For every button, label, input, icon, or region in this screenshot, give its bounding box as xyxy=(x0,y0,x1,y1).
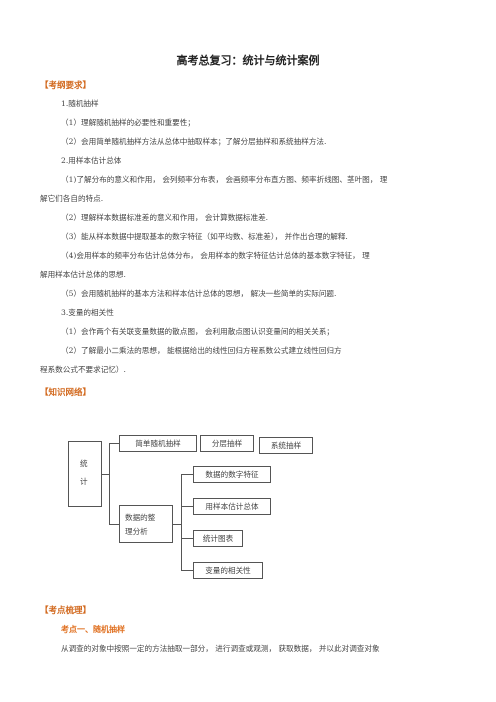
diagram-root-box: 统 计 xyxy=(68,441,102,507)
connector xyxy=(109,443,119,444)
diagram-organize-line-2: 理分析 xyxy=(125,527,148,536)
req-line-13: （1）会作两个有关联变量数据的散点图， 会利用散点图认识变量间的相关关系； xyxy=(61,327,335,336)
page-title: 高考总复习：统计与统计案例 xyxy=(176,54,320,67)
connector xyxy=(181,570,193,571)
diagram-charts-box: 统计图表 xyxy=(193,530,243,547)
connector xyxy=(109,443,110,525)
diagram-features-box: 数据的数字特征 xyxy=(193,466,271,483)
point-1-text: 从调查的对象中按照一定的方法抽取一部分， 进行调查或观测， 获取数据， 并以此对… xyxy=(61,644,380,653)
diagram-correlation-label: 变量的相关性 xyxy=(205,566,251,575)
diagram-features-label: 数据的数字特征 xyxy=(205,470,259,479)
section-requirements-heading: 【考纲要求】 xyxy=(40,81,92,91)
diagram-systematic-box: 系统抽样 xyxy=(259,437,313,454)
req-line-9: （4)会用样本的频率分布估计总体分布， 会用样本的数字特征估计总体的基本数字特征… xyxy=(61,251,370,260)
diagram-charts-label: 统计图表 xyxy=(202,534,234,543)
req-line-2: （1）理解随机抽样的必要性和重要性； xyxy=(61,118,195,127)
diagram-systematic-label: 系统抽样 xyxy=(270,441,302,450)
diagram-root-char-1: 统 xyxy=(80,459,88,468)
diagram-correlation-box: 变量的相关性 xyxy=(193,562,263,579)
diagram-estimate-box: 用样本估计总体 xyxy=(193,498,271,515)
diagram-stratified-label: 分层抽样 xyxy=(211,439,243,448)
req-line-15: 程系数公式不要求记忆）. xyxy=(40,365,126,374)
connector xyxy=(109,524,119,525)
req-line-1: 1.随机抽样 xyxy=(61,99,99,108)
diagram-organize-box: 数据的整 理分析 xyxy=(119,505,173,543)
req-line-6: 解它们各自的特点. xyxy=(40,194,104,203)
req-line-3: （2）会用简单随机抽样方法从总体中抽取样本；了解分层抽样和系统抽样方法. xyxy=(61,137,327,146)
req-line-14: （2）了解最小二乘法的思想， 能根据给出的线性回归方程系数公式建立线性回归方 xyxy=(61,346,342,355)
req-line-7: （2）理解样本数据标准差的意义和作用， 会计算数据标准差. xyxy=(61,213,269,222)
section-network-heading: 【知识网络】 xyxy=(40,388,92,398)
diagram-root-char-2: 计 xyxy=(80,477,88,486)
diagram-simple-sampling-box: 简单随机抽样 xyxy=(119,435,197,452)
connector xyxy=(181,506,193,507)
req-line-8: （3）能从样本数据中提取基本的数字特征（如平均数、标准差）， 并作出合理的解释. xyxy=(61,232,348,241)
diagram-organize-line-1: 数据的整 xyxy=(125,513,156,522)
req-line-5: （1)了解分布的意义和作用， 会列频率分布表， 会画频率分布直方图、频率折线图、… xyxy=(61,175,388,184)
point-1-heading: 考点一、随机抽样 xyxy=(61,625,125,634)
section-points-heading: 【考点梳理】 xyxy=(40,606,92,616)
diagram-estimate-label: 用样本估计总体 xyxy=(205,502,259,511)
req-line-10: 解用样本估计总体的思想. xyxy=(40,270,126,279)
connector xyxy=(181,538,193,539)
connector xyxy=(173,524,182,525)
req-line-4: 2.用样本估计总体 xyxy=(61,156,122,165)
diagram-simple-sampling-label: 简单随机抽样 xyxy=(135,439,181,448)
connector xyxy=(102,474,110,475)
connector xyxy=(181,474,182,571)
req-line-12: 3.变量的相关性 xyxy=(61,308,114,317)
connector xyxy=(181,474,193,475)
req-line-11: （5）会用随机抽样的基本方法和样本估计总体的思想， 解决一些简单的实际问题. xyxy=(61,289,337,298)
diagram-stratified-box: 分层抽样 xyxy=(200,435,254,452)
